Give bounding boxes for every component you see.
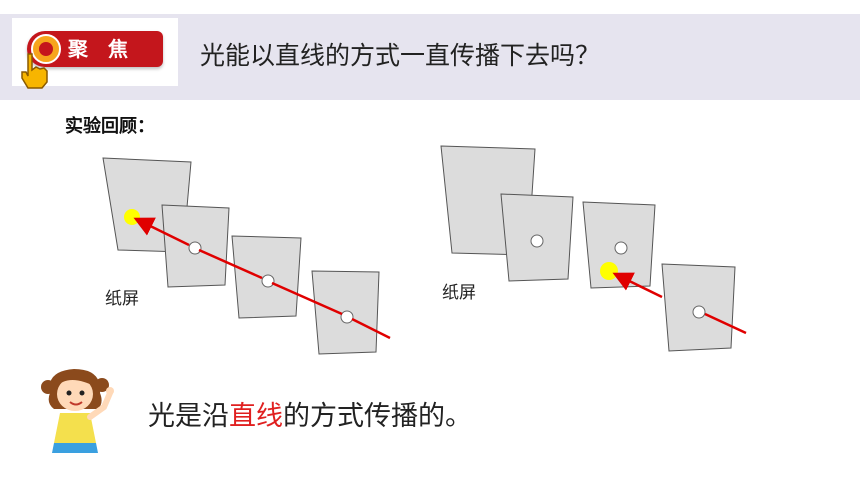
conclusion-highlight: 直线 bbox=[229, 401, 283, 432]
light-spot bbox=[124, 209, 140, 225]
focus-question: 光能以直线的方式一直传播下去吗？ bbox=[200, 41, 601, 70]
light-ray bbox=[351, 317, 391, 340]
screen-hole bbox=[530, 234, 544, 248]
light-ray bbox=[271, 281, 343, 316]
badge-ring-icon bbox=[31, 34, 61, 64]
badge-label: 聚焦 bbox=[68, 37, 148, 61]
screen-hole bbox=[261, 274, 275, 288]
light-ray bbox=[704, 312, 747, 335]
light-ray bbox=[612, 272, 663, 299]
conclusion-after: 的方式传播的。 bbox=[283, 401, 472, 432]
girl-character-icon bbox=[41, 369, 114, 453]
hand-pointer-icon bbox=[21, 53, 48, 89]
light-ray bbox=[133, 217, 190, 247]
screen-hole bbox=[692, 305, 706, 319]
screen-label-left: 纸屏 bbox=[105, 289, 139, 309]
screen-label-right: 纸屏 bbox=[442, 283, 476, 303]
conclusion-text: 光是沿直线的方式传播的。 bbox=[148, 397, 472, 437]
section-label: 实验回顾： bbox=[65, 116, 155, 137]
screen-hole bbox=[340, 310, 354, 324]
light-spot bbox=[600, 262, 618, 280]
screen-hole bbox=[614, 241, 628, 255]
screen-hole bbox=[188, 241, 202, 255]
light-ray bbox=[198, 248, 263, 280]
conclusion-before: 光是沿 bbox=[148, 401, 229, 432]
